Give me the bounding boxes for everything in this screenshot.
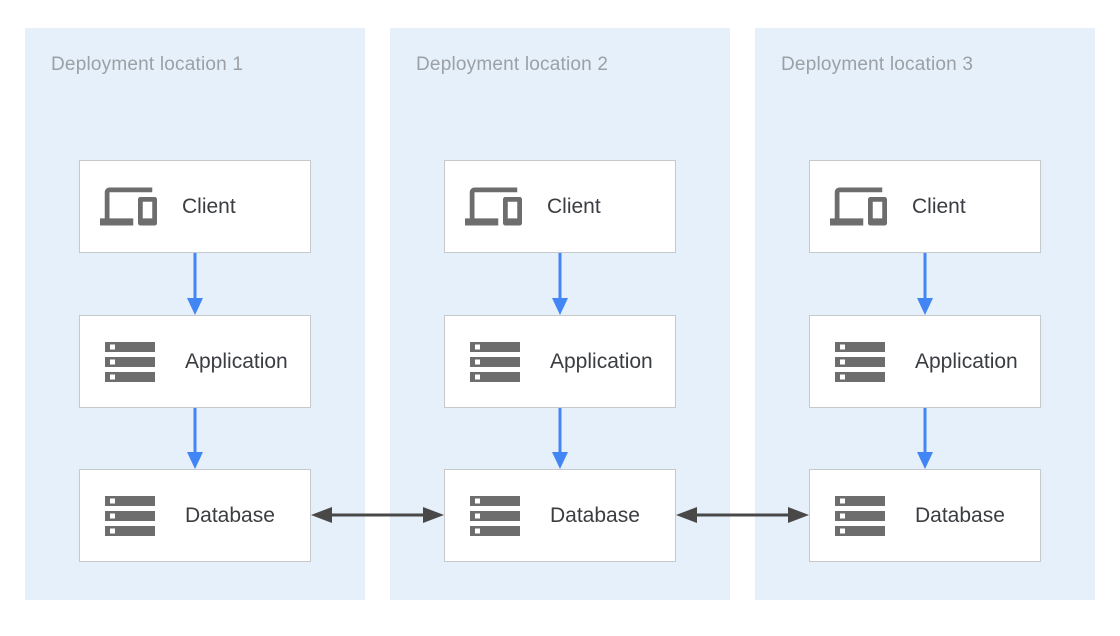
node-label: Database: [915, 503, 1005, 527]
client-node: Client: [444, 160, 676, 253]
client-node: Client: [809, 160, 1041, 253]
node-label: Database: [185, 503, 275, 527]
panel-title: Deployment location 3: [781, 54, 974, 75]
panel-title: Deployment location 1: [51, 54, 244, 75]
storage-icon: [100, 332, 160, 392]
node-label: Application: [915, 349, 1018, 373]
storage-icon: [465, 486, 525, 546]
storage-icon: [100, 486, 160, 546]
storage-icon: [830, 486, 890, 546]
node-label: Client: [182, 194, 236, 218]
database-node: Database: [79, 469, 311, 562]
database-node: Database: [809, 469, 1041, 562]
panel-title: Deployment location 2: [416, 54, 609, 75]
node-label: Client: [547, 194, 601, 218]
deployment-location-3-panel: Deployment location 3 Client Application…: [755, 28, 1095, 600]
storage-icon: [465, 332, 525, 392]
node-label: Application: [550, 349, 653, 373]
devices-icon: [100, 178, 157, 235]
deployment-location-1-panel: Deployment location 1 Client Application…: [25, 28, 365, 600]
deployment-location-2-panel: Deployment location 2 Client Application…: [390, 28, 730, 600]
node-label: Client: [912, 194, 966, 218]
node-label: Database: [550, 503, 640, 527]
devices-icon: [830, 178, 887, 235]
database-node: Database: [444, 469, 676, 562]
application-node: Application: [79, 315, 311, 408]
devices-icon: [465, 178, 522, 235]
application-node: Application: [809, 315, 1041, 408]
client-node: Client: [79, 160, 311, 253]
application-node: Application: [444, 315, 676, 408]
storage-icon: [830, 332, 890, 392]
node-label: Application: [185, 349, 288, 373]
